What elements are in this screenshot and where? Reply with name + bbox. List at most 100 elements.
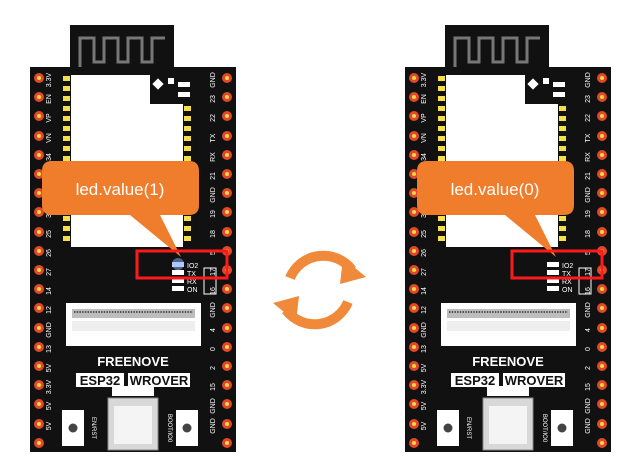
right-pin-label: GND [585, 187, 592, 203]
right-pin-label: 19 [585, 210, 592, 218]
left-pin-label: 25 [46, 230, 53, 238]
left-pin-label: VN [46, 133, 53, 143]
left-pin-label: 14 [421, 287, 428, 295]
right-pin-label: 4 [585, 328, 592, 332]
right-pin-label: GND [585, 418, 592, 434]
right-pin-label: 17 [585, 268, 592, 276]
en-button-label: EN/RST [90, 417, 96, 439]
right-pin-label: 16 [585, 287, 592, 295]
left-pin-label: 25 [421, 230, 428, 238]
left-pin-label: VN [421, 133, 428, 143]
io2-highlight-left [135, 249, 229, 280]
left-board-labels: 3.3VENVPVN343532332526271412GND135V3.3V5… [46, 72, 217, 443]
led-indicators-right [547, 262, 559, 291]
right-pin-label: TX [585, 133, 592, 142]
io2-led-right [547, 262, 559, 267]
callout-right-text: led.value(0) [451, 180, 540, 199]
refresh-cycle-icon [273, 250, 366, 330]
callout-left-bubble [42, 161, 199, 257]
boot-button-label: BOOT/IO0 [166, 414, 172, 443]
left-pin-label: 3.3V [421, 72, 428, 87]
left-pin-label: 26 [421, 249, 428, 257]
right-pin-label: 15 [585, 383, 592, 391]
led-label: ON [562, 287, 573, 294]
right-pin-label: 5 [585, 251, 592, 255]
led-label: IO2 [562, 263, 573, 270]
brand-freenove: FREENOVE [97, 354, 169, 369]
callout-left: led.value(1) [42, 161, 199, 257]
left-pin-label: 5V [421, 421, 428, 430]
right-pin-label: 19 [210, 210, 217, 218]
right-pin-label: GND [210, 302, 217, 318]
io2-led-glow [172, 258, 184, 270]
left-pin-label: 34 [46, 153, 53, 161]
left-pin-label: 13 [46, 345, 53, 353]
brand-esp32: ESP32 [455, 373, 495, 388]
right-pin-label: GND [585, 72, 592, 88]
left-pin-label: 34 [421, 153, 428, 161]
left-pin-label: 5V [421, 363, 428, 372]
right-pin-label: 22 [210, 114, 217, 122]
led-label: TX [187, 271, 196, 278]
boot-button-label: BOOT/IO0 [541, 414, 547, 443]
left-pin-label: 5V [421, 401, 428, 410]
right-pin-label: 2 [585, 366, 592, 370]
brand-wrover: WROVER [505, 373, 564, 388]
left-pin-label: 26 [46, 249, 53, 257]
right-pin-label: 18 [585, 230, 592, 238]
led-indicators-left [172, 258, 184, 291]
io2-highlight-right [510, 249, 604, 280]
right-pin-label: GND [210, 187, 217, 203]
left-pin-label: 13 [421, 345, 428, 353]
right-pin-label: 4 [210, 328, 217, 332]
callout-left-text: led.value(1) [76, 180, 165, 199]
right-pin-label: 16 [210, 287, 217, 295]
left-pin-label: EN [46, 94, 53, 104]
left-pin-label: GND [421, 322, 428, 338]
right-pin-label: GND [585, 302, 592, 318]
right-pin-label: 23 [210, 95, 217, 103]
left-pin-label: 5V [46, 421, 53, 430]
left-pin-label: GND [46, 322, 53, 338]
left-pin-label: 12 [46, 306, 53, 314]
right-board-labels: 3.3VENVPVN343532332526271412GND135V3.3V5… [421, 72, 592, 443]
left-pin-label: 14 [46, 287, 53, 295]
left-pin-label: 3.3V [421, 379, 428, 394]
right-pin-label: RX [210, 152, 217, 162]
right-pin-label: 23 [585, 95, 592, 103]
brand-esp32: ESP32 [80, 373, 120, 388]
left-pin-label: 5V [46, 401, 53, 410]
left-pin-label: 3.3V [46, 72, 53, 87]
left-pin-label: VP [421, 113, 428, 123]
right-pin-label: 5 [210, 251, 217, 255]
led-label: IO2 [187, 263, 198, 270]
left-pin-label: 12 [421, 306, 428, 314]
brand-freenove: FREENOVE [472, 354, 544, 369]
led-label: RX [187, 279, 197, 286]
left-pin-label: 3.3V [46, 379, 53, 394]
led-label: ON [187, 287, 198, 294]
right-pin-label: 21 [585, 172, 592, 180]
left-board-panel [28, 23, 238, 454]
left-pin-label: VP [46, 113, 53, 123]
left-pin-label: 27 [46, 268, 53, 276]
right-pin-label: 0 [210, 347, 217, 351]
right-board-panel [403, 23, 613, 454]
brand-wrover: WROVER [130, 373, 189, 388]
callout-right: led.value(0) [417, 161, 574, 257]
led-label: RX [562, 279, 572, 286]
right-pin-label: GND [585, 398, 592, 414]
right-pin-label: 22 [585, 114, 592, 122]
right-pin-label: GND [210, 418, 217, 434]
right-pin-label: 17 [210, 268, 217, 276]
right-pin-label: 15 [210, 383, 217, 391]
en-button-label: EN/RST [465, 417, 471, 439]
callout-right-bubble [417, 161, 574, 257]
left-pin-label: 5V [46, 363, 53, 372]
right-pin-label: GND [210, 72, 217, 88]
right-pin-label: 21 [210, 172, 217, 180]
left-pin-label: EN [421, 94, 428, 104]
right-pin-label: TX [210, 133, 217, 142]
led-label: TX [562, 271, 571, 278]
